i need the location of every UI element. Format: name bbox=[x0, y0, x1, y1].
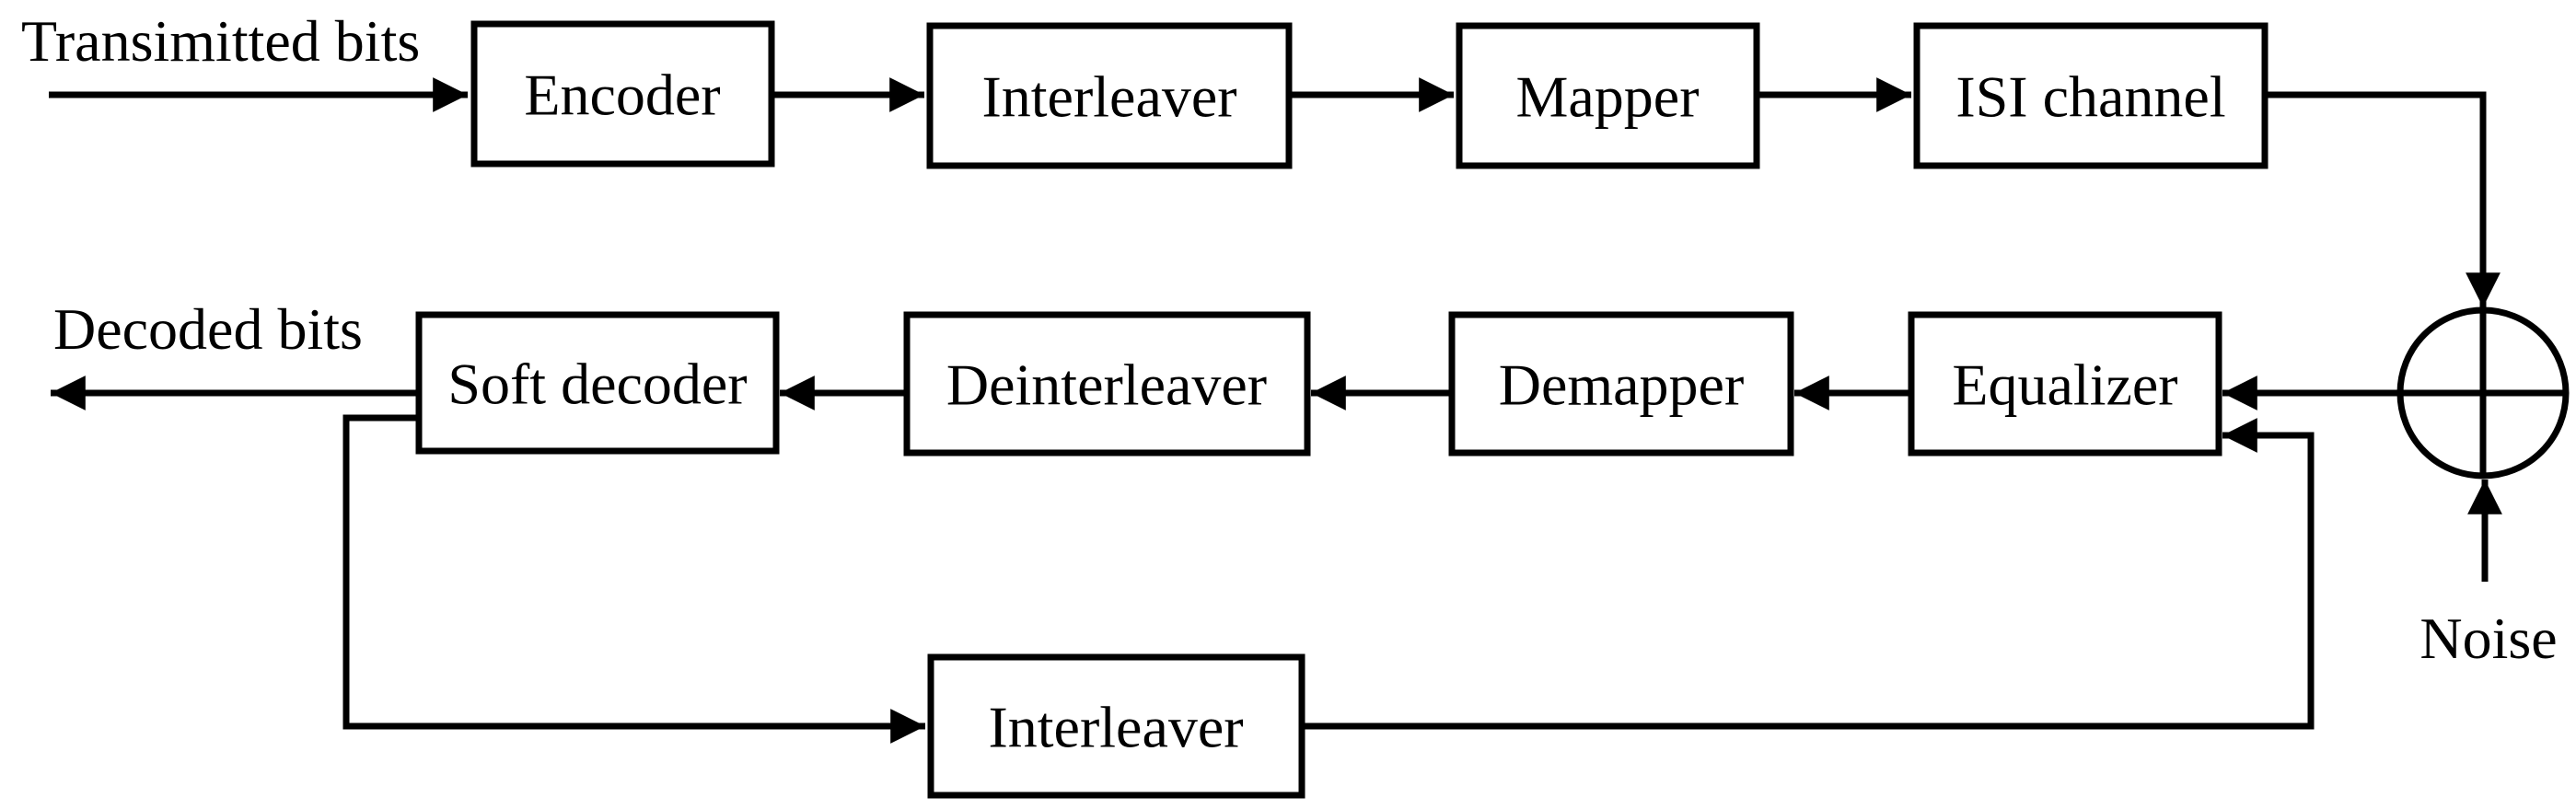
node-demapper: Demapper bbox=[1448, 311, 1794, 457]
feedback-interleaver-label: Interleaver bbox=[988, 694, 1243, 759]
mapper-box bbox=[1456, 22, 1760, 169]
feedback-interleaver-box bbox=[927, 653, 1305, 799]
feedback-interleaver-to-equalizer bbox=[1302, 418, 2315, 730]
demapper-label: Demapper bbox=[1499, 352, 1745, 417]
feedback-soft-decoder-to-interleaver bbox=[342, 414, 925, 744]
interleaver-box bbox=[926, 22, 1293, 169]
interleaver-label: Interleaver bbox=[981, 64, 1236, 129]
node-encoder: Encoder bbox=[470, 20, 775, 168]
equalizer-label: Equalizer bbox=[1952, 352, 2177, 417]
arrow-isi-channel-to-adder bbox=[2265, 91, 2501, 307]
demapper-box bbox=[1448, 311, 1794, 457]
deinterleaver-label: Deinterleaver bbox=[946, 352, 1267, 417]
node-equalizer: Equalizer bbox=[1908, 311, 2222, 457]
node-soft-decoder: Soft decoder bbox=[415, 311, 780, 455]
isi-channel-label: ISI channel bbox=[1955, 64, 2225, 129]
node-feedback-interleaver: Interleaver bbox=[927, 653, 1305, 799]
equalizer-box bbox=[1908, 311, 2222, 457]
noise-label: Noise bbox=[2419, 606, 2557, 671]
mapper-label: Mapper bbox=[1515, 64, 1699, 129]
encoder-box bbox=[470, 20, 775, 168]
soft-decoder-label: Soft decoder bbox=[447, 351, 747, 416]
isi-channel-box bbox=[1913, 22, 2269, 169]
soft-decoder-box bbox=[415, 311, 780, 455]
node-isi-channel: ISI channel bbox=[1913, 22, 2269, 169]
transmitted-bits-label: Transimitted bits bbox=[21, 8, 420, 74]
node-mapper: Mapper bbox=[1456, 22, 1760, 169]
node-interleaver: Interleaver bbox=[926, 22, 1293, 169]
encoder-label: Encoder bbox=[524, 62, 720, 127]
deinterleaver-box bbox=[903, 311, 1311, 457]
decoded-bits-label: Decoded bits bbox=[53, 296, 363, 362]
node-deinterleaver: Deinterleaver bbox=[903, 311, 1311, 457]
